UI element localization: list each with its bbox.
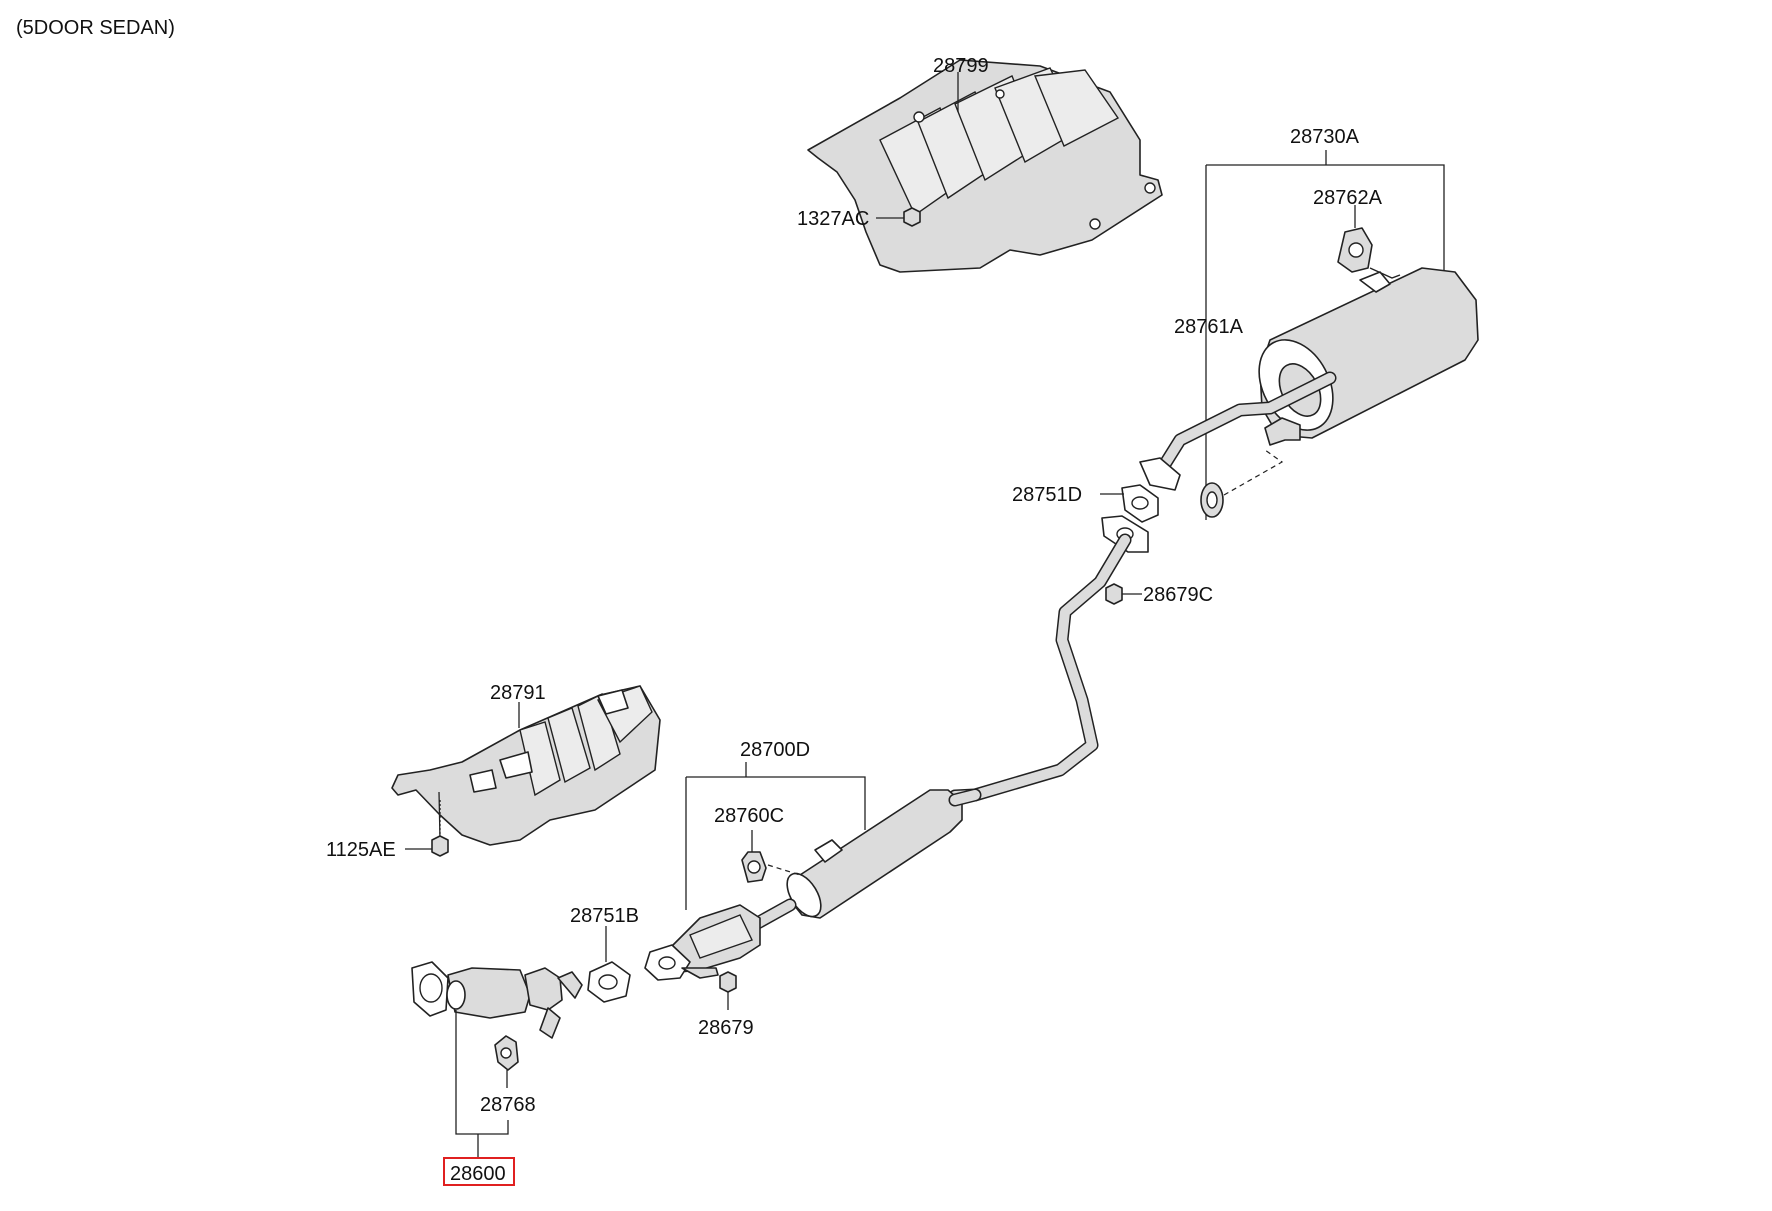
part-label-28730a: 28730A [1290, 126, 1360, 148]
heat-shield-rear-illustration [807, 59, 1163, 273]
gasket-28751d-illustration [1121, 457, 1181, 523]
heat-shield-front-illustration [391, 685, 661, 846]
nut-1327ac-illustration [903, 207, 921, 227]
rear-muffler-illustration [1148, 267, 1479, 487]
center-pipe-illustration [948, 515, 1149, 803]
nut-28679-illustration [719, 971, 737, 993]
bolt-1125ae-illustration [431, 791, 449, 857]
part-label-28600[interactable]: 28600 [450, 1163, 506, 1185]
part-label-28791: 28791 [490, 682, 546, 704]
part-label-1125ae: 1125AE [326, 839, 396, 861]
rubber-hanger-28761a-illustration [1200, 482, 1224, 518]
front-muffler-illustration [738, 788, 982, 937]
manifold-catalytic-converter-illustration [411, 961, 583, 1039]
highlight-box-28600[interactable] [443, 1157, 515, 1186]
part-label-28761a: 28761A [1174, 316, 1244, 338]
nut-28679c-illustration [1105, 583, 1123, 605]
part-label-28751b: 28751B [570, 905, 639, 927]
part-label-28799: 28799 [933, 55, 989, 77]
variant-label: (5DOOR SEDAN) [16, 17, 175, 39]
part-label-28679c: 28679C [1143, 584, 1213, 606]
gasket-28751b-illustration [587, 961, 631, 1003]
part-label-28751d: 28751D [1012, 484, 1082, 506]
rubber-hanger-28768-illustration [494, 1035, 519, 1071]
catalytic-converter-illustration [644, 904, 761, 981]
part-label-28679: 28679 [698, 1017, 754, 1039]
dashed-link-28760c [767, 864, 801, 876]
rubber-hanger-28762a-illustration [1337, 227, 1401, 279]
bracket-28600 [455, 1010, 509, 1135]
part-label-28762a: 28762A [1313, 187, 1383, 209]
rubber-hanger-28760c-illustration [741, 851, 767, 883]
part-label-1327ac: 1327AC [797, 208, 869, 230]
part-label-28760c: 28760C [714, 805, 784, 827]
bracket-28730a [1206, 164, 1445, 280]
part-label-28768: 28768 [480, 1094, 536, 1116]
part-label-28700d: 28700D [740, 739, 810, 761]
dashed-link-28761a [1223, 449, 1284, 496]
